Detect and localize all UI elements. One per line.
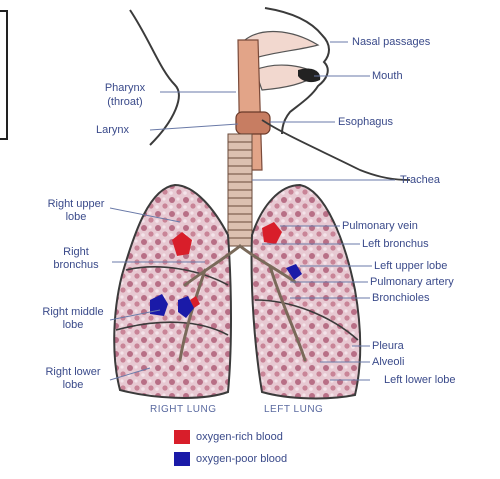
label-trachea: Trachea xyxy=(400,174,440,186)
larynx-shape xyxy=(236,112,270,134)
label-right-middle-lobe-2: lobe xyxy=(32,319,114,331)
trachea xyxy=(228,134,252,246)
legend-swatch-oxygen-poor xyxy=(174,452,190,466)
label-right-lower-lobe-1: Right lower xyxy=(32,366,114,378)
legend-label-oxygen-rich: oxygen-rich blood xyxy=(196,431,283,443)
label-right-bronchus-2: bronchus xyxy=(38,259,114,271)
label-right-upper-lobe-1: Right upper xyxy=(38,198,114,210)
label-left-upper-lobe: Left upper lobe xyxy=(374,260,447,272)
caption-right-lung: RIGHT LUNG xyxy=(150,404,217,416)
label-nasal-passages: Nasal passages xyxy=(352,36,430,48)
label-bronchioles: Bronchioles xyxy=(372,292,429,304)
neck-back xyxy=(262,120,410,180)
label-right-lower-lobe-2: lobe xyxy=(32,379,114,391)
label-mouth: Mouth xyxy=(372,70,403,82)
label-pharynx: Pharynx xyxy=(92,82,158,94)
label-larynx: Larynx xyxy=(96,124,129,136)
label-throat: (throat) xyxy=(92,96,158,108)
left-lung xyxy=(252,185,361,398)
label-right-bronchus-1: Right xyxy=(38,246,114,258)
label-left-lower-lobe: Left lower lobe xyxy=(384,374,456,386)
label-alveoli: Alveoli xyxy=(372,356,404,368)
label-pulmonary-artery: Pulmonary artery xyxy=(370,276,454,288)
label-pleura: Pleura xyxy=(372,340,404,352)
label-left-bronchus: Left bronchus xyxy=(362,238,429,250)
caption-left-lung: LEFT LUNG xyxy=(264,404,323,416)
label-pulmonary-vein: Pulmonary vein xyxy=(342,220,418,232)
legend-swatch-oxygen-rich xyxy=(174,430,190,444)
right-lung xyxy=(114,185,231,398)
legend-label-oxygen-poor: oxygen-poor blood xyxy=(196,453,287,465)
head-outline xyxy=(130,10,179,145)
label-right-upper-lobe-2: lobe xyxy=(38,211,114,223)
label-right-middle-lobe-1: Right middle xyxy=(32,306,114,318)
label-esophagus: Esophagus xyxy=(338,116,393,128)
